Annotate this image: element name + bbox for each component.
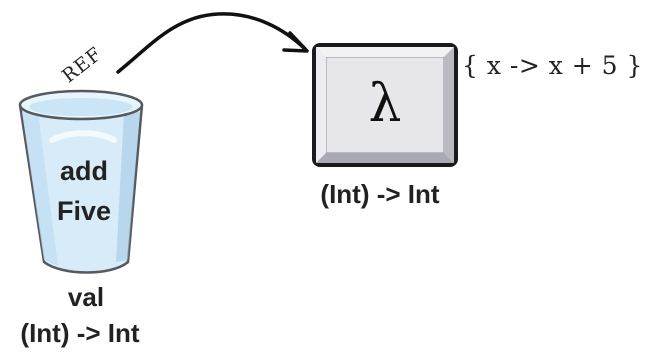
reference-arrow	[118, 14, 307, 72]
lambda-body-text: { x -> x + 5 }	[462, 51, 643, 80]
lambda-symbol: λ	[330, 62, 440, 146]
variable-name-line-2: Five	[36, 196, 132, 227]
variable-keyword-label: val	[34, 282, 138, 313]
lambda-type-label: (Int) -> Int	[296, 179, 464, 210]
variable-type-label: (Int) -> Int	[0, 318, 160, 349]
variable-name-line-1: add	[36, 156, 132, 187]
